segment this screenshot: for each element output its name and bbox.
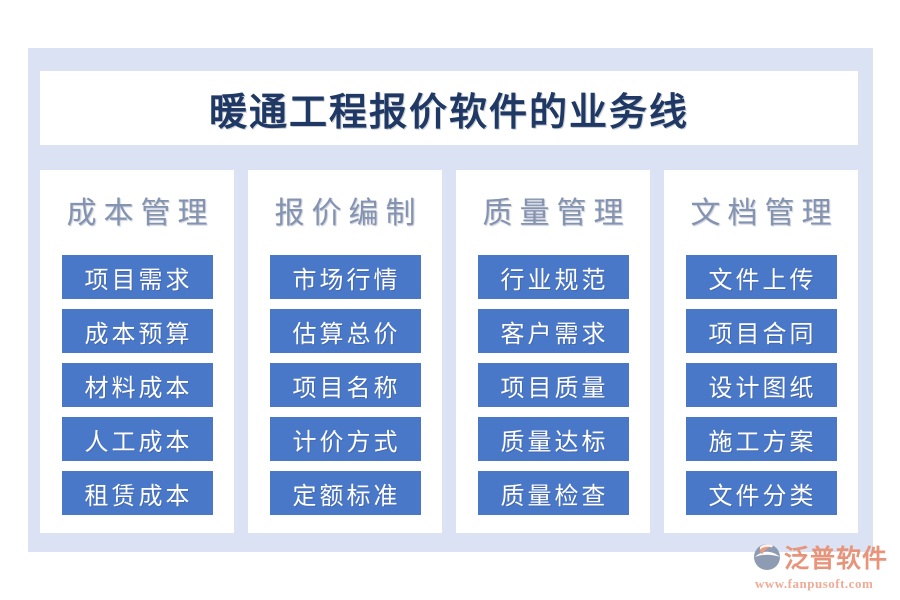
column-quality-management: 质量管理 行业规范 客户需求 项目质量 质量达标 质量检查 <box>456 170 650 533</box>
item-button[interactable]: 文件上传 <box>685 255 837 299</box>
item-button[interactable]: 质量达标 <box>477 417 629 461</box>
item-button[interactable]: 材料成本 <box>61 363 213 407</box>
column-header: 成本管理 <box>66 197 215 230</box>
item-button[interactable]: 租赁成本 <box>61 471 213 515</box>
column-header: 文档管理 <box>690 197 839 230</box>
item-button[interactable]: 设计图纸 <box>685 363 837 407</box>
page-title: 暖通工程报价软件的业务线 <box>208 91 689 134</box>
title-bar: 暖通工程报价软件的业务线 <box>40 71 858 145</box>
fanpu-logo-icon <box>753 544 780 570</box>
column-document-management: 文档管理 文件上传 项目合同 设计图纸 施工方案 文件分类 <box>664 170 858 533</box>
watermark-brand: 泛普软件 <box>783 546 888 573</box>
item-button[interactable]: 定额标准 <box>269 471 421 515</box>
column-header: 质量管理 <box>482 197 631 230</box>
column-cost-management: 成本管理 项目需求 成本预算 材料成本 人工成本 租赁成本 <box>40 170 234 533</box>
watermark-url: www.fanpusoft.com <box>754 576 874 591</box>
item-button[interactable]: 成本预算 <box>61 309 213 353</box>
watermark: 泛普软件 www.fanpusoft.com <box>753 539 888 592</box>
item-button[interactable]: 计价方式 <box>269 417 421 461</box>
item-button[interactable]: 施工方案 <box>685 417 837 461</box>
item-button[interactable]: 文件分类 <box>685 471 837 515</box>
column-header: 报价编制 <box>274 197 423 230</box>
item-button[interactable]: 质量检查 <box>477 471 629 515</box>
business-line-columns: 成本管理 项目需求 成本预算 材料成本 人工成本 租赁成本 报价编制 市场行情 … <box>40 170 858 533</box>
column-quotation-preparation: 报价编制 市场行情 估算总价 项目名称 计价方式 定额标准 <box>248 170 442 533</box>
item-button[interactable]: 项目名称 <box>269 363 421 407</box>
item-button[interactable]: 项目需求 <box>61 255 213 299</box>
item-button[interactable]: 人工成本 <box>61 417 213 461</box>
item-button[interactable]: 项目合同 <box>685 309 837 353</box>
item-button[interactable]: 客户需求 <box>477 309 629 353</box>
item-button[interactable]: 项目质量 <box>477 363 629 407</box>
item-button[interactable]: 估算总价 <box>269 309 421 353</box>
item-button[interactable]: 市场行情 <box>269 255 421 299</box>
item-button[interactable]: 行业规范 <box>477 255 629 299</box>
